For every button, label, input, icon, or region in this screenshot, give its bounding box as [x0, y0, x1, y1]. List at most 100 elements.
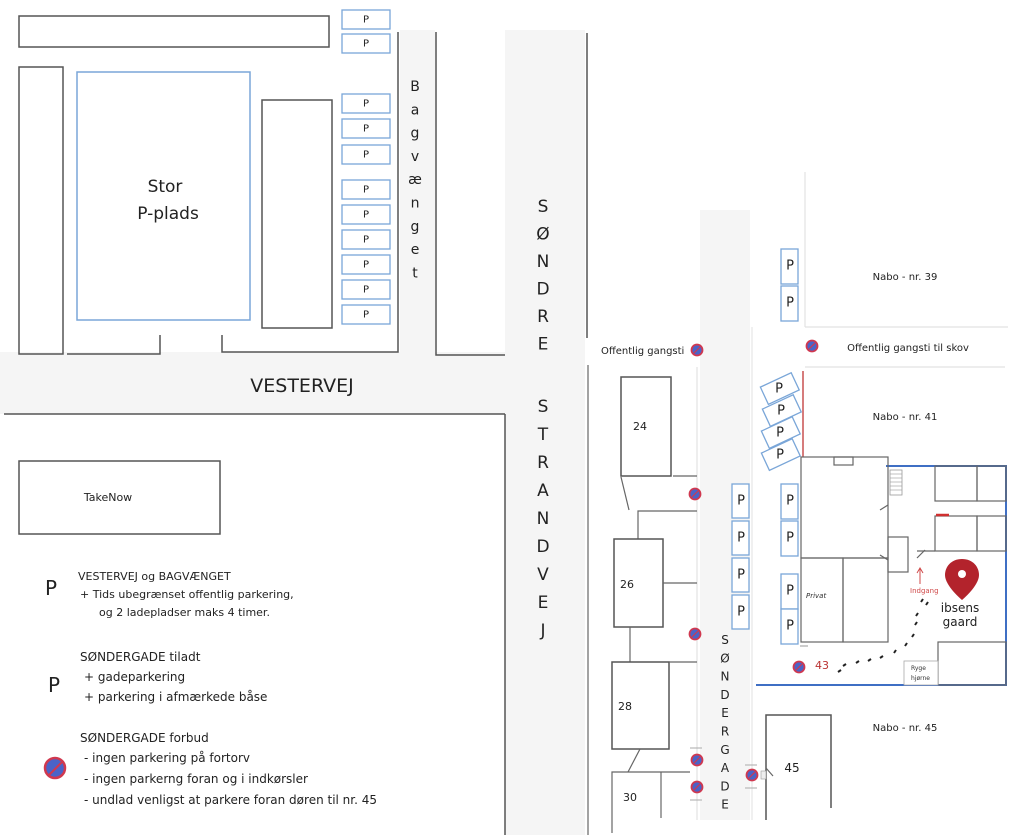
- ibsens-label-line2: gaard: [943, 615, 978, 629]
- street-letter: V: [537, 565, 549, 585]
- no-parking-icon: [690, 780, 704, 794]
- street-letter: E: [538, 593, 549, 613]
- sondergade-label: SØNDERGADE: [720, 633, 730, 812]
- door-swing: [879, 554, 889, 561]
- parking-symbol: P: [363, 285, 369, 296]
- building-main: [800, 456, 889, 559]
- parking-symbol: P: [737, 605, 745, 620]
- house-26-label: 26: [620, 578, 634, 591]
- parking-symbol: P: [777, 404, 785, 419]
- parking-space[interactable]: P: [341, 9, 391, 30]
- room: [934, 515, 978, 552]
- street-letter: E: [721, 798, 729, 812]
- fence: [620, 476, 630, 511]
- parking-space[interactable]: P: [780, 285, 799, 322]
- parking-symbol: P: [363, 39, 369, 50]
- parking-space-angled[interactable]: P: [759, 371, 801, 406]
- no-parking-icon: [43, 756, 67, 780]
- parking-symbol: P: [786, 531, 794, 546]
- parking-space[interactable]: P: [341, 229, 391, 250]
- parking-space[interactable]: P: [341, 204, 391, 225]
- street-letter: R: [537, 307, 549, 327]
- parking-space[interactable]: P: [341, 254, 391, 275]
- privat-room: [800, 557, 844, 643]
- parking-space-angled[interactable]: P: [760, 415, 802, 450]
- street-letter: J: [539, 621, 545, 641]
- house-43-label: 43: [815, 659, 829, 672]
- legend-item-1-line-1: + Tids ubegrænset offentlig parkering,: [80, 588, 294, 601]
- parking-symbol: P: [776, 426, 784, 441]
- street-letter: B: [410, 79, 420, 95]
- door-swing: [765, 767, 774, 777]
- map-pin-icon[interactable]: [945, 559, 979, 600]
- vestervej-label: VESTERVEJ: [250, 375, 353, 397]
- parking-space[interactable]: P: [731, 557, 750, 593]
- parking-symbol: P: [786, 296, 794, 311]
- street-letter: R: [537, 453, 549, 473]
- house-30[interactable]: [611, 771, 690, 833]
- parking-space[interactable]: P: [341, 118, 391, 139]
- parking-symbol: P: [786, 584, 794, 599]
- parking-space[interactable]: P: [341, 179, 391, 200]
- stor-p-plads[interactable]: [76, 71, 251, 321]
- house-28[interactable]: [611, 661, 670, 750]
- parking-space[interactable]: P: [780, 248, 799, 285]
- parking-space[interactable]: P: [780, 520, 799, 557]
- parking-space-angled[interactable]: P: [760, 437, 802, 472]
- ryge-label-line1: Ryge: [911, 665, 926, 672]
- parking-space[interactable]: P: [780, 608, 799, 645]
- indgang-arrow-icon: [916, 567, 924, 584]
- legend-parking-icon: P: [45, 576, 57, 600]
- footsteps-path: [837, 598, 929, 673]
- nabo-45-label: Nabo - nr. 45: [873, 723, 938, 734]
- wall-segment: [67, 335, 161, 355]
- door-swing: [916, 549, 926, 559]
- legend-item-3-line-3: - undlad venligst at parkere foran døren…: [84, 793, 377, 807]
- no-parking-icon: [805, 339, 819, 353]
- offentlig-gangsti-skov-label: Offentlig gangsti til skov: [847, 343, 969, 354]
- street-letter: N: [537, 509, 550, 529]
- parking-space[interactable]: P: [341, 304, 391, 325]
- parking-space[interactable]: P: [731, 520, 750, 556]
- building-middle: [261, 99, 333, 329]
- offentlig-gangsti-path: [588, 338, 698, 364]
- parking-space[interactable]: P: [341, 93, 391, 114]
- parking-space[interactable]: P: [731, 594, 750, 630]
- legend-item-2-title: SØNDERGADE tiladt: [80, 650, 201, 664]
- fence: [637, 510, 697, 539]
- parking-space[interactable]: P: [341, 279, 391, 300]
- offentlig-gangsti-label: Offentlig gangsti: [601, 346, 684, 357]
- parking-space[interactable]: P: [341, 33, 391, 54]
- room: [934, 465, 978, 502]
- house-24[interactable]: [620, 376, 672, 477]
- bagvaenget-road: [400, 30, 435, 355]
- parking-space[interactable]: P: [731, 483, 750, 519]
- house-45[interactable]: [765, 714, 832, 820]
- street-letter: a: [411, 102, 420, 118]
- street-letter: Ø: [536, 225, 549, 245]
- street-letter: S: [538, 197, 549, 217]
- vestervej-road: [0, 352, 505, 414]
- no-parking-icon: [792, 660, 806, 674]
- street-letter: v: [411, 149, 419, 165]
- street-letter: A: [537, 481, 549, 501]
- legend-item-3-line-2: - ingen parkerng foran og i indkørsler: [84, 772, 308, 786]
- building-left: [18, 66, 64, 355]
- street-letter: G: [720, 743, 729, 757]
- parking-symbol: P: [737, 568, 745, 583]
- parking-space[interactable]: P: [780, 573, 799, 610]
- legend-item-3-line-1: - ingen parkering på fortorv: [84, 751, 250, 765]
- room-small: [887, 536, 909, 573]
- parking-space[interactable]: P: [780, 483, 799, 520]
- nabo-39-label: Nabo - nr. 39: [873, 272, 938, 283]
- street-letter: æ: [408, 172, 422, 188]
- house-28-label: 28: [618, 700, 632, 713]
- parking-symbol: P: [363, 99, 369, 110]
- takenow-building[interactable]: [18, 460, 221, 535]
- privat-label: Privat: [806, 592, 826, 600]
- parking-space[interactable]: P: [341, 144, 391, 165]
- house-45-label: 45: [784, 761, 799, 775]
